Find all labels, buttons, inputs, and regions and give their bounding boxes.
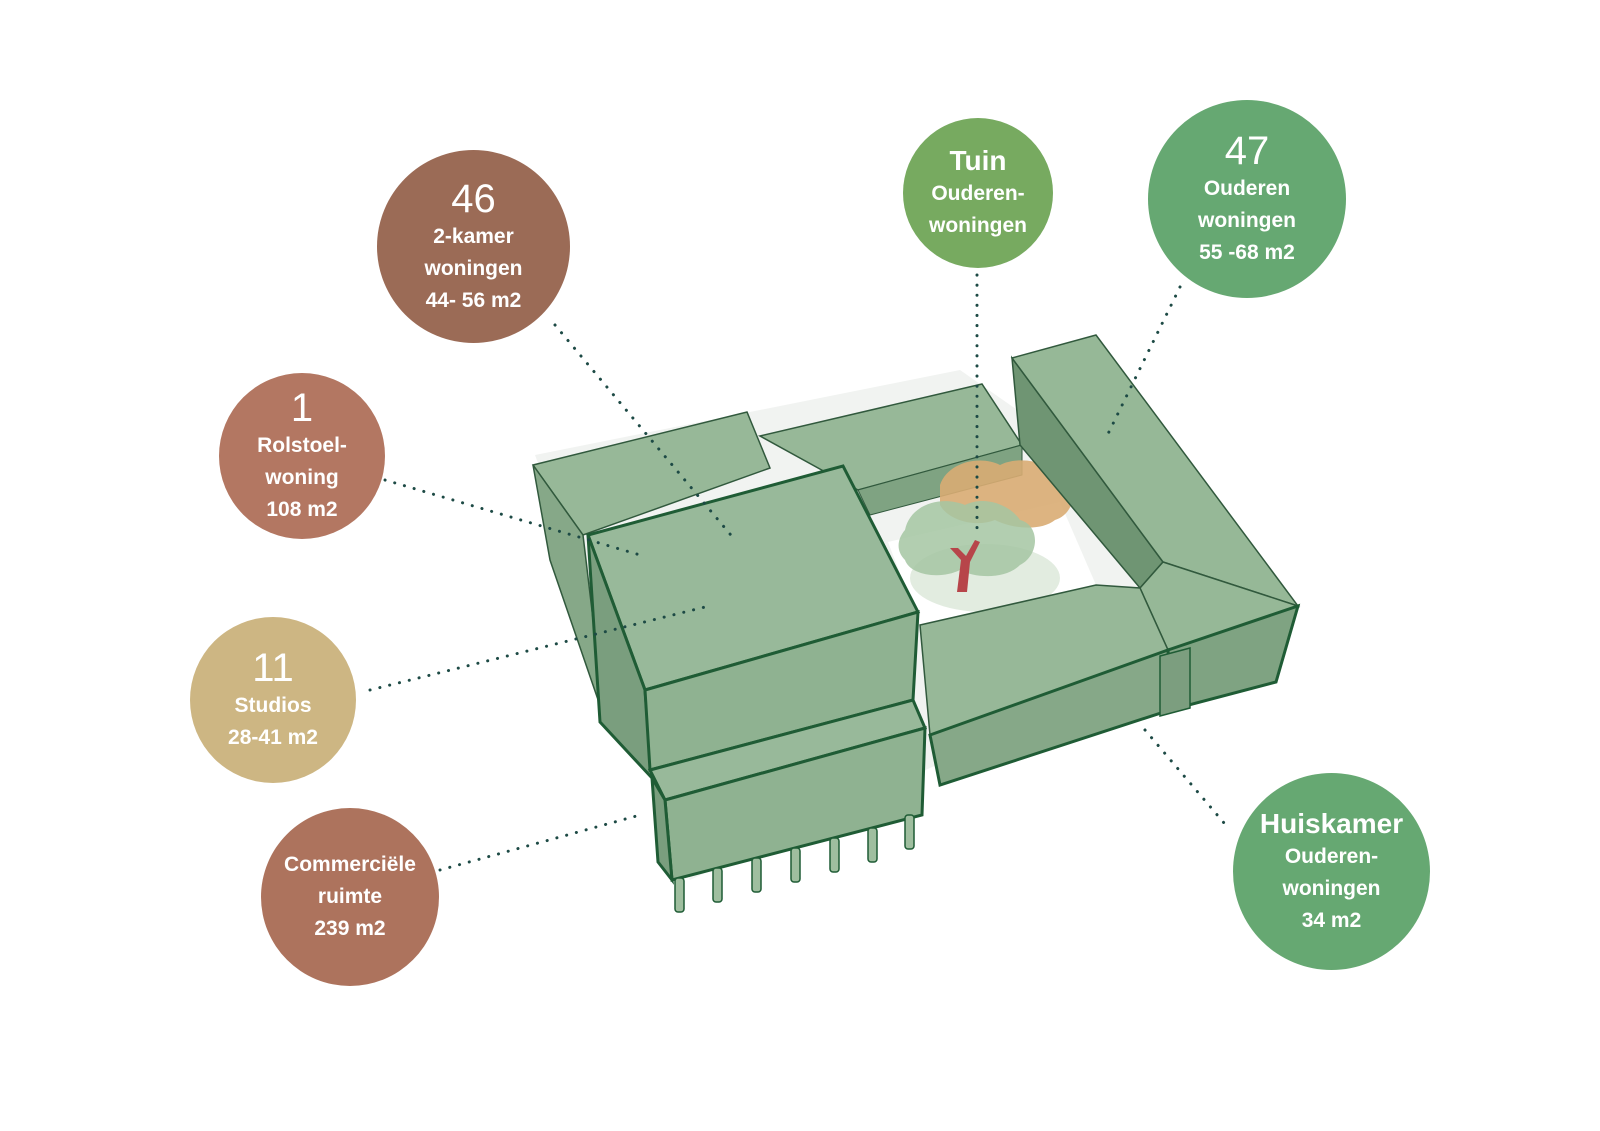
courtyard-tree <box>898 460 1073 592</box>
column <box>751 857 762 893</box>
label-line: 2-kamer <box>433 224 514 248</box>
label-line: Ouderen- <box>1284 844 1379 868</box>
leader-commercieel <box>438 813 642 872</box>
main-front-block <box>586 464 928 885</box>
label-line: woningen <box>1198 209 1296 232</box>
label-line: 34 m2 <box>1301 908 1362 932</box>
label-ouderen-woningen: 47 Ouderen woningen 55 -68 m2 <box>1148 100 1346 298</box>
label-huiskamer: Huiskamer Ouderen- woningen 34 m2 <box>1233 773 1430 970</box>
label-line: ruimte <box>317 885 383 908</box>
label-line: 108 m2 <box>266 498 338 521</box>
main-block-lower-side <box>650 777 674 885</box>
leader-2kamer <box>553 323 737 542</box>
label-number: 47 <box>1224 129 1270 173</box>
entrance-recess <box>1159 647 1191 717</box>
label-line: 239 m2 <box>314 917 386 940</box>
label-line: Rolstoel- <box>257 434 347 457</box>
tree-canopy-front <box>898 500 1035 577</box>
label-commerciele-ruimte: Commerciële ruimte 239 m2 <box>261 808 439 986</box>
leader-rolstoel <box>383 478 642 557</box>
label-number: 11 <box>252 646 294 690</box>
label-tuin: Tuin Ouderen- woningen <box>903 118 1053 268</box>
leader-studios <box>368 605 707 692</box>
column <box>904 814 915 850</box>
label-line: 28-41 m2 <box>228 726 318 749</box>
label-studios: 11 Studios 28-41 m2 <box>190 617 356 783</box>
label-line: woningen <box>929 214 1027 237</box>
columns <box>674 814 915 913</box>
column <box>829 837 840 873</box>
label-number: 1 <box>290 386 314 430</box>
column <box>790 847 801 883</box>
low-front-block-top <box>919 584 1170 737</box>
tree-trunk <box>950 540 980 592</box>
label-line: Studios <box>234 694 312 717</box>
label-line: Commerciële <box>284 853 416 876</box>
label-line: Ouderen- <box>931 182 1025 205</box>
label-title: Tuin <box>949 145 1007 176</box>
label-line: woningen <box>1282 876 1381 900</box>
column <box>674 877 685 913</box>
label-line: woningen <box>424 256 523 280</box>
label-line: woning <box>265 466 339 489</box>
label-2kamer-woningen: 46 2-kamer woningen 44- 56 m2 <box>377 150 570 343</box>
column <box>712 867 723 903</box>
label-number: 46 <box>451 176 496 221</box>
label-line: Ouderen <box>1203 177 1291 200</box>
label-title: Huiskamer <box>1259 807 1404 839</box>
column <box>867 827 878 863</box>
low-front-block <box>919 584 1191 787</box>
label-line: 44- 56 m2 <box>425 288 522 312</box>
label-rolstoel-woning: 1 Rolstoel- woning 108 m2 <box>219 373 385 539</box>
leader-ouderen <box>1103 285 1182 442</box>
label-line: 55 -68 m2 <box>1199 241 1295 264</box>
leader-lines <box>368 273 1232 872</box>
leader-huiskamer <box>1143 728 1232 832</box>
